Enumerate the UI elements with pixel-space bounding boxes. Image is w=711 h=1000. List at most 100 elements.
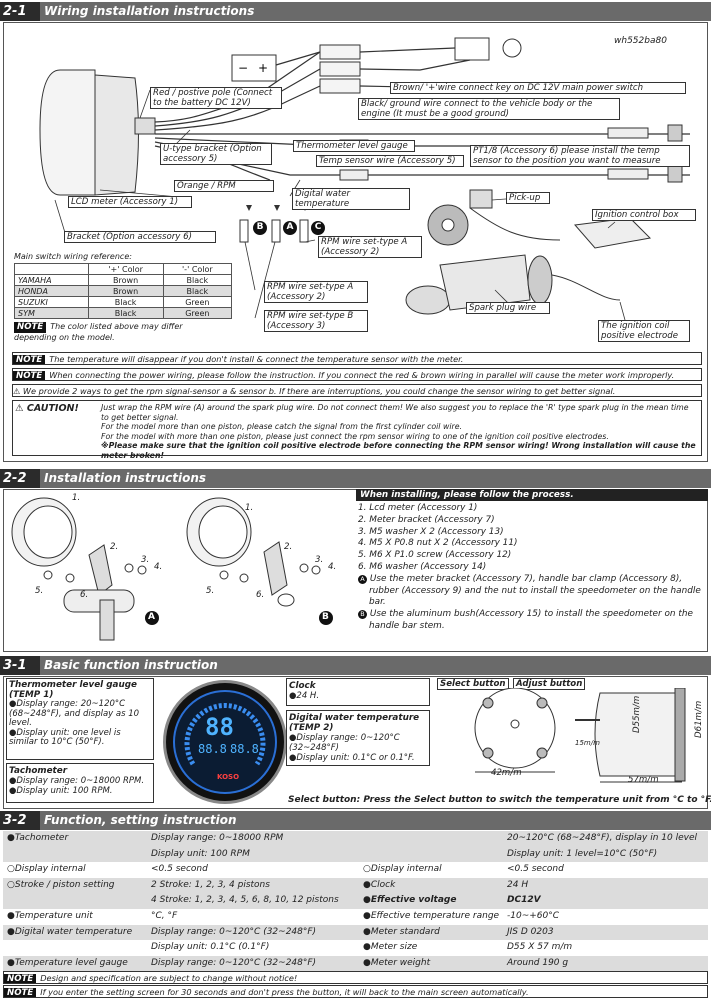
- fig-b-label: B: [322, 612, 329, 622]
- tach-arc: [184, 703, 266, 766]
- list-item: 4. M5 X P0.8 nut X 2 (Accessory 11): [358, 538, 518, 549]
- table-cell: Display unit: 100 RPM: [151, 848, 250, 859]
- width-15: 15m/m: [575, 739, 600, 747]
- fig-a-label: A: [148, 612, 155, 622]
- dimension-drawing: [474, 688, 686, 783]
- list-item: 3. M5 washer X 2 (Accessory 13): [358, 526, 504, 537]
- brand-logo: KOSO: [217, 773, 240, 781]
- section-3-2-header: 3-2 Function, setting instruction: [0, 811, 711, 830]
- section-number: 3-1: [0, 656, 40, 675]
- thermo-line-2: ●Display unit: one level is similar to 1…: [9, 727, 121, 747]
- part-label: 1.: [72, 493, 81, 503]
- table-cell: Display unit: 1 level=10°C (50°F): [507, 848, 658, 859]
- table-cell: 20~120°C (68~248°F), display in 10 level: [507, 833, 698, 843]
- th-plus: '+' Color: [87, 263, 164, 275]
- table-cell: 4 Stroke: 1, 2, 3, 4, 5, 6, 8, 10, 12 pi…: [151, 895, 339, 906]
- temp-sensor-label: Temp sensor wire (Accessory 5): [316, 155, 464, 167]
- part-label: 6.: [80, 590, 89, 600]
- orange-rpm-label: Orange / RPM: [174, 180, 274, 192]
- table-row: Display unit: 100 RPM Display unit: 1 lev…: [3, 846, 708, 863]
- table-cell: ○Display internal: [7, 864, 86, 875]
- warning-icon: ⚠: [15, 403, 24, 414]
- red-wire-label: Red / postive pole (Connect to the batte…: [150, 87, 282, 109]
- battery-plus: +: [258, 61, 268, 75]
- section-2-2-header: 2-2 Installation instructions: [0, 469, 711, 488]
- bracket-label: Bracket (Option accessory 6): [64, 231, 216, 243]
- digital-temp-box: Digital water temperature (TEMP 2) ●Disp…: [286, 710, 430, 766]
- table-cell: Display range: 0~120°C (32~248°F): [151, 957, 317, 968]
- table-cell: Black: [162, 274, 233, 286]
- select-button-label: Select button: [437, 678, 509, 690]
- th-minus: '-' Color: [162, 263, 233, 275]
- note-tag: NOTE: [13, 371, 46, 380]
- section-number: 3-2: [0, 811, 40, 830]
- warning-icon: ⚠: [13, 386, 23, 396]
- table-cell: ○Stroke / piston setting: [7, 879, 115, 890]
- lcd-row-1: 88.8: [198, 742, 227, 756]
- table-cell: Display range: 0~18000 RPM: [151, 833, 284, 843]
- fig-a-badge: A: [358, 574, 367, 584]
- brown-wire-label: Brown/ '+'wire connect key on DC 12V mai…: [390, 82, 686, 94]
- note-text: The temperature will disappear if you do…: [49, 354, 464, 364]
- table-cell: ●Meter weight: [363, 957, 431, 968]
- digital-temp-line-2: ●Display unit: 0.1°C or 0.1°F.: [289, 753, 415, 763]
- part-label: 5.: [35, 586, 44, 596]
- section-2-1-header: 2-1 Wiring installation instructions: [0, 2, 711, 21]
- select-button-note: Select button: Press the Select button t…: [288, 795, 711, 805]
- part-label: 3.: [315, 555, 324, 565]
- section-number: 2-2: [0, 469, 40, 488]
- table-cell: Black: [87, 307, 164, 319]
- digital-temp-line-1: ●Display range: 0~120°C (32~248°F): [289, 733, 400, 753]
- lcd-meter-label: LCD meter (Accessory 1): [68, 196, 192, 208]
- note-text: When connecting the power wiring, please…: [49, 370, 675, 380]
- caution-label: CAUTION!: [26, 403, 79, 414]
- install-process-header: When installing, please follow the proce…: [356, 489, 708, 501]
- part-label: 4.: [328, 562, 337, 572]
- tach-title: Tachometer: [9, 766, 68, 776]
- rpm-a-label-1: RPM wire set-type A (Accessory 2): [318, 236, 422, 258]
- rpm-a-label-2: RPM wire set-type A (Accessory 2): [264, 281, 368, 303]
- th-brand: [14, 263, 89, 275]
- note-tag: NOTE: [13, 355, 46, 364]
- switch-ref-title: Main switch wiring reference:: [14, 252, 132, 261]
- tach-line-2: ●Display unit: 100 RPM.: [9, 786, 113, 796]
- table-cell: Display range: 0~120°C (32~248°F): [151, 926, 317, 937]
- installation-panel: [3, 489, 708, 652]
- note-3: ⚠ We provide 2 ways to get the rpm signa…: [12, 384, 702, 397]
- pickup-label: Pick-up: [506, 192, 550, 204]
- digital-water-label: Digital water temperature: [292, 188, 410, 210]
- part-label: 4.: [154, 562, 163, 572]
- table-cell: Green: [162, 307, 233, 319]
- section-title: Wiring installation instructions: [44, 4, 255, 18]
- part-label: 5.: [206, 586, 215, 596]
- list-item: 5. M6 X P1.0 screw (Accessory 12): [358, 550, 512, 561]
- caution-text: Just wrap the RPM wire (A) around the sp…: [101, 403, 697, 461]
- table-cell: ●Digital water temperature: [7, 926, 133, 937]
- table-cell: D55 X 57 m/m: [507, 942, 573, 953]
- installation-drawing: [11, 497, 333, 641]
- table-row: ●Digital water temperature Display range:…: [3, 924, 708, 941]
- section-number: 2-1: [0, 2, 40, 21]
- u-bracket-label: U-type bracket (Option accessory 5): [160, 143, 272, 165]
- note-tag: NOTE: [4, 988, 37, 997]
- list-item: 2. Meter bracket (Accessory 7): [358, 514, 495, 525]
- table-cell: °C, °F: [151, 911, 178, 921]
- rpm-b-label: RPM wire set-type B (Accessory 3): [264, 310, 368, 332]
- spark-plug-label: Spark plug wire: [466, 302, 550, 314]
- table-row: ●Temperature unit°C, °F●Effective temper…: [3, 909, 708, 925]
- part-label: 6.: [256, 590, 265, 600]
- table-cell: DC12V: [507, 895, 541, 906]
- table-cell: <0.5 second: [151, 864, 208, 875]
- length-57: 57m/m: [628, 775, 659, 785]
- plug-a-label: A: [286, 222, 294, 232]
- table-cell: ●Temperature unit: [7, 911, 93, 921]
- part-label: 1.: [245, 503, 254, 513]
- black-wire-label: Black/ ground wire connect to the vehicl…: [358, 98, 620, 120]
- lcd-big: 88: [205, 713, 234, 741]
- adjust-button-label: Adjust button: [513, 678, 586, 690]
